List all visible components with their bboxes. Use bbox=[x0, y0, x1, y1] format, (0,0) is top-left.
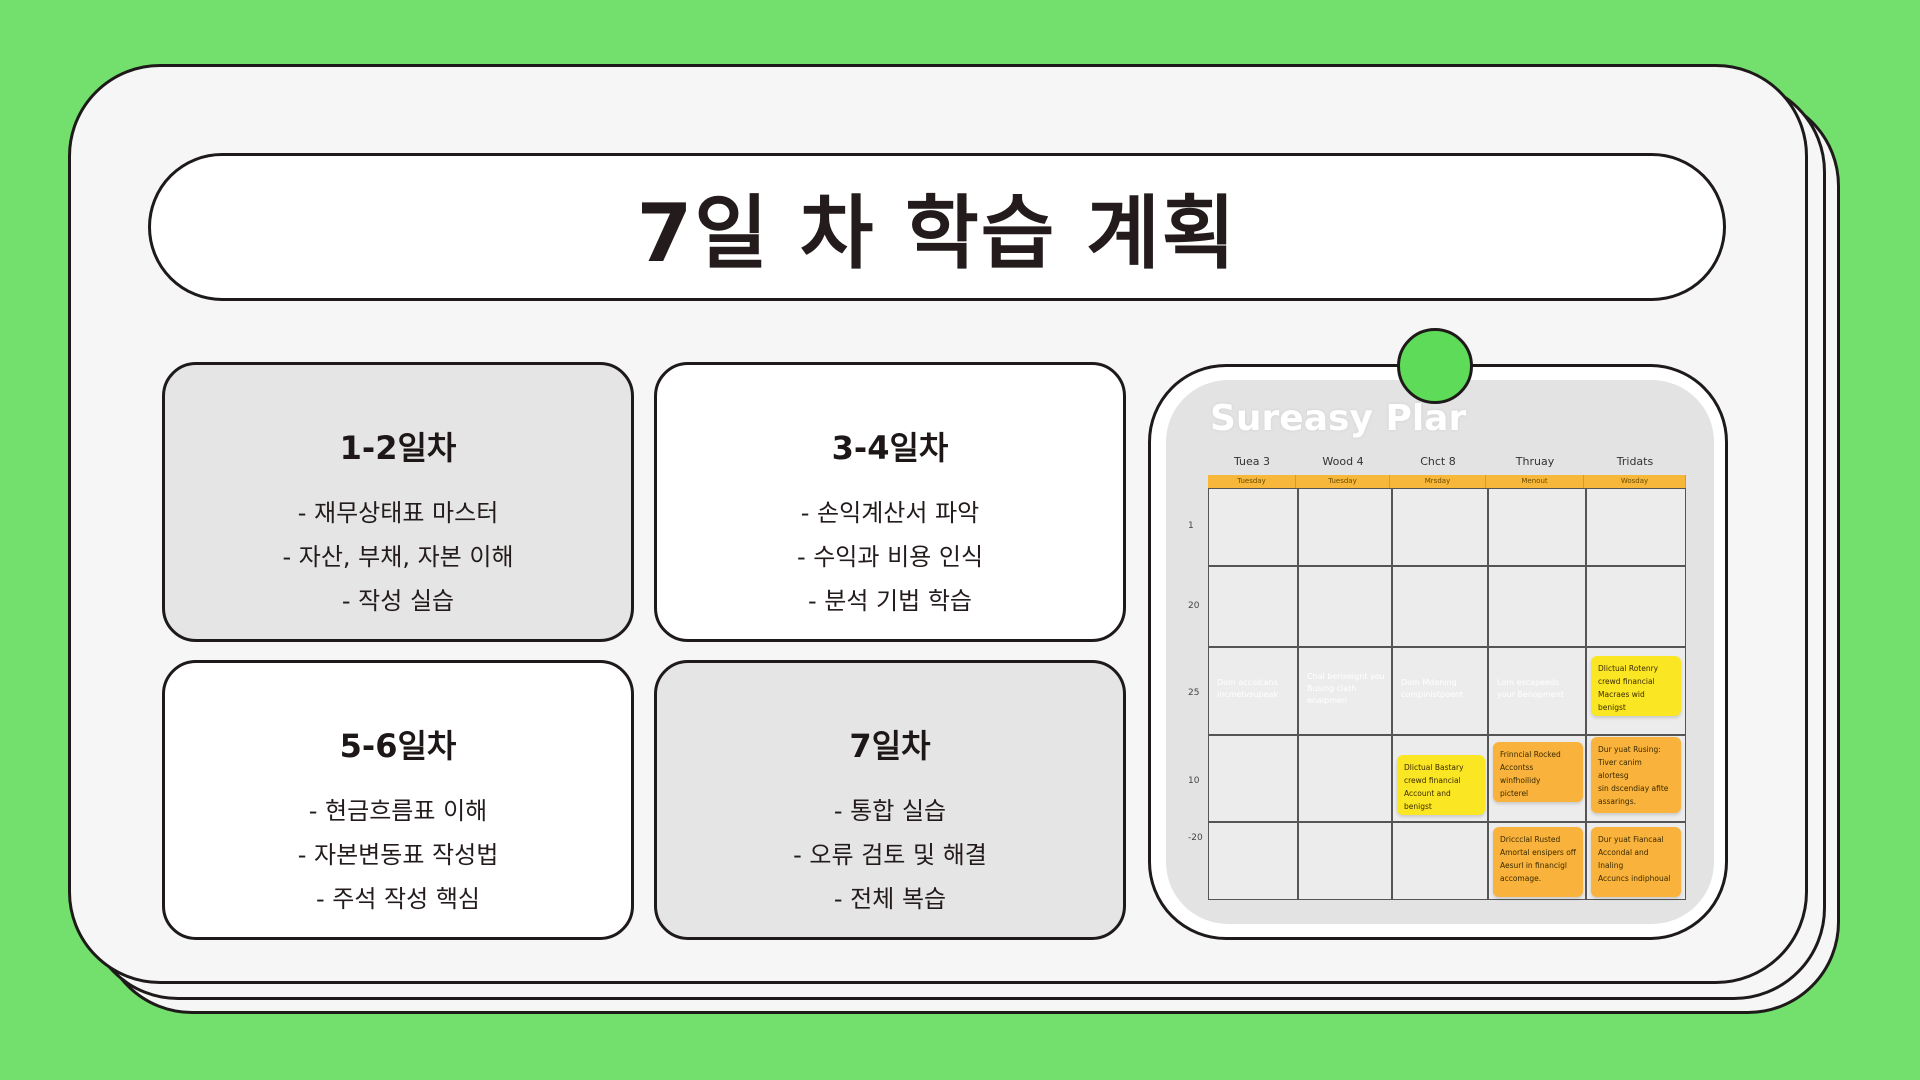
plan-card-day-5-6: 5-6일차 - 현금흐름표 이해 - 자본변동표 작성법 - 주석 작성 핵심 bbox=[162, 660, 634, 940]
grid-line bbox=[1487, 489, 1489, 899]
plan-card-heading: 1-2일차 bbox=[339, 429, 457, 467]
sticky-note: Driccclal Rusted Amortal ensipers off Ae… bbox=[1493, 827, 1583, 897]
sticky-note-line: picterel bbox=[1500, 789, 1529, 798]
plan-card-item: - 자산, 부채, 자본 이해 bbox=[282, 543, 514, 571]
planner-day-strip: Tuesday bbox=[1296, 475, 1390, 488]
sticky-note-line: Accuncs indiphoual bbox=[1598, 874, 1671, 883]
sticky-note-line: sin dscendiay afite bbox=[1598, 784, 1669, 793]
sticky-note: Frinncial Rocked Accontss winfhoilidy pi… bbox=[1493, 742, 1583, 802]
grid-line bbox=[1209, 821, 1685, 823]
plan-card-item: - 분석 기법 학습 bbox=[807, 587, 973, 615]
planner-day-strip: Tuesday bbox=[1208, 475, 1296, 488]
grid-line bbox=[1209, 646, 1685, 648]
sticky-note-line: Frinncial Rocked bbox=[1500, 750, 1561, 759]
plan-card-item: - 전체 복습 bbox=[833, 885, 947, 913]
plan-card-item: - 오류 검토 및 해결 bbox=[793, 841, 987, 869]
sticky-note-line: accomage. bbox=[1500, 874, 1542, 883]
sticky-note: Dlictual Bastary crewd financial Account… bbox=[1397, 755, 1485, 815]
sticky-note-line: Accontss winfhoilidy bbox=[1500, 763, 1541, 785]
planner-day-name: Thruay bbox=[1515, 455, 1555, 468]
grid-line bbox=[1297, 489, 1299, 899]
sticky-note-line: Accondal and Inaling bbox=[1598, 848, 1649, 870]
plan-card-item: - 재무상태표 마스터 bbox=[297, 499, 499, 527]
planner-ghost-text: Dom Mdaning compinistpoent bbox=[1401, 678, 1464, 699]
grid-line bbox=[1209, 734, 1685, 736]
sticky-note: Dlictual Rotenry crewd financial Macraes… bbox=[1591, 656, 1681, 716]
planner-day-strip: Wosday bbox=[1584, 475, 1686, 488]
sticky-note-line: Account and benigst bbox=[1404, 789, 1451, 811]
plan-card-day-1-2: 1-2일차 - 재무상태표 마스터 - 자산, 부채, 자본 이해 - 작성 실… bbox=[162, 362, 634, 642]
plan-card-day-3-4: 3-4일차 - 손익계산서 파악 - 수익과 비용 인식 - 분석 기법 학습 bbox=[654, 362, 1126, 642]
grid-line bbox=[1585, 489, 1587, 899]
sticky-note: Dur yuat Fiancaal Accondal and Inaling A… bbox=[1591, 827, 1681, 897]
planner-ghost-text: Dom accolcans incmetvsupeak bbox=[1217, 678, 1279, 699]
grid-line bbox=[1391, 489, 1393, 899]
plan-card-heading: 7일차 bbox=[849, 727, 931, 765]
plan-card-item: - 작성 실습 bbox=[341, 587, 455, 615]
plan-card-item: - 통합 실습 bbox=[833, 797, 947, 825]
sticky-note-line: Dur yuat Fiancaal bbox=[1598, 835, 1664, 844]
planner-row-label: -20 bbox=[1188, 833, 1203, 843]
sticky-note-line: Dlictual Bastary bbox=[1404, 763, 1464, 772]
planner-day-name: Tuea 3 bbox=[1233, 455, 1271, 468]
sticky-note-line: Dur yuat Rusing: bbox=[1598, 745, 1661, 754]
plan-card-item: - 손익계산서 파악 bbox=[800, 499, 980, 527]
title-banner: 7일 차 학습 계획 bbox=[148, 153, 1726, 301]
planner-day-name: Wood 4 bbox=[1322, 455, 1364, 468]
sticky-note-line: Dlictual Rotenry bbox=[1598, 664, 1659, 673]
pin-icon bbox=[1397, 328, 1473, 404]
planner-ghost-text: Lom escapeeds your Benopment bbox=[1497, 678, 1564, 699]
plan-card-heading: 3-4일차 bbox=[831, 429, 949, 467]
plan-card-day-7: 7일차 - 통합 실습 - 오류 검토 및 해결 - 전체 복습 bbox=[654, 660, 1126, 940]
planner-title: Sureasy Plar bbox=[1210, 398, 1467, 439]
sticky-note-line: crewd financial bbox=[1598, 677, 1655, 686]
sticky-note-line: Macraes wid benigst bbox=[1598, 690, 1645, 712]
planner-day-strip: Menout bbox=[1486, 475, 1584, 488]
page-title: 7일 차 학습 계획 bbox=[636, 187, 1238, 280]
planner-row-label: 20 bbox=[1188, 601, 1200, 611]
planner-grid: Dom accolcans incmetvsupeak Chal berisei… bbox=[1208, 488, 1686, 900]
sticky-note: Dur yuat Rusing: Tiver canim alortesg si… bbox=[1591, 737, 1681, 813]
sticky-note-line: Tiver canim alortesg bbox=[1598, 758, 1642, 780]
grid-line bbox=[1209, 565, 1685, 567]
plan-card-item: - 수익과 비용 인식 bbox=[796, 543, 984, 571]
plan-card-item: - 주석 작성 핵심 bbox=[315, 885, 481, 913]
planner-row-label: 25 bbox=[1188, 688, 1200, 698]
planner-day-strip: Mrsday bbox=[1390, 475, 1486, 488]
planner-day-name: Chct 8 bbox=[1420, 455, 1456, 468]
sticky-note-line: Driccclal Rusted bbox=[1500, 835, 1561, 844]
planner-day-name: Tridats bbox=[1616, 455, 1654, 468]
plan-card-item: - 현금흐름표 이해 bbox=[308, 797, 488, 825]
sticky-note-line: crewd financial bbox=[1404, 776, 1461, 785]
planner-row-label: 1 bbox=[1188, 521, 1194, 531]
plan-card-heading: 5-6일차 bbox=[339, 727, 457, 765]
plan-card-item: - 자본변동표 작성법 bbox=[297, 841, 499, 869]
planner-ghost-text: Chal beriseignt you Busing clath enaipme… bbox=[1307, 672, 1385, 705]
planner-calendar: Tuea 3 Wood 4 Chct 8 Thruay Tridats Tues… bbox=[1188, 455, 1686, 902]
sticky-note-line: assarings. bbox=[1598, 797, 1636, 806]
sticky-note-line: Amortal ensipers off bbox=[1500, 848, 1576, 857]
planner-row-label: 10 bbox=[1188, 776, 1200, 786]
sticky-note-line: Aesurl in financigl bbox=[1500, 861, 1567, 870]
